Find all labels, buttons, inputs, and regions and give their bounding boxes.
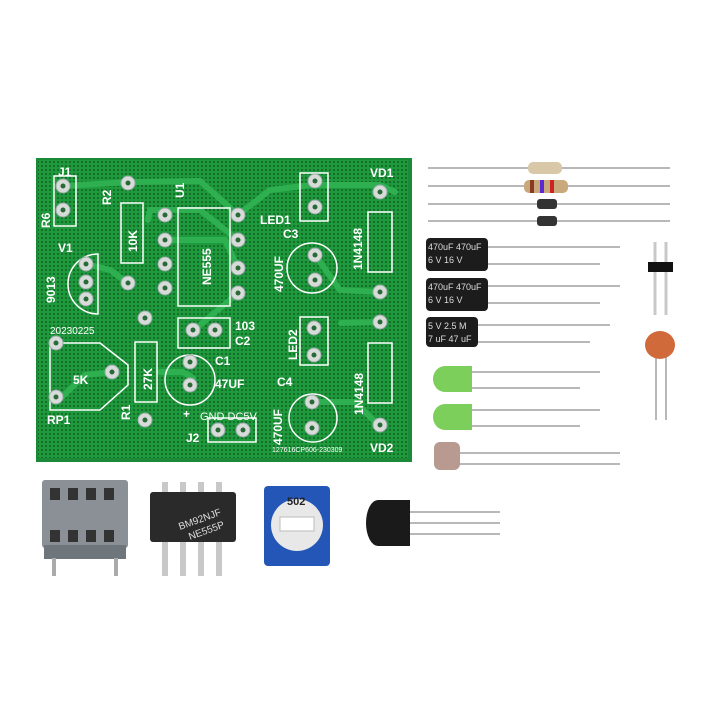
pin-header bbox=[648, 242, 673, 315]
pad-hole bbox=[142, 315, 148, 321]
pad-hole bbox=[190, 327, 196, 333]
label-470uf-c4: 470UF bbox=[271, 409, 285, 445]
pad-hole bbox=[377, 319, 383, 325]
pad-hole bbox=[83, 279, 89, 285]
label-1n4148-vd2: 1N4148 bbox=[352, 373, 366, 415]
pad-hole bbox=[109, 369, 115, 375]
label-vd2: VD2 bbox=[370, 441, 394, 455]
pad-hole bbox=[187, 382, 193, 388]
pad-hole bbox=[311, 352, 317, 358]
label-rp1: RP1 bbox=[47, 413, 71, 427]
cap1-marking-1: 470uF 470uF bbox=[428, 242, 482, 252]
pad-hole bbox=[83, 296, 89, 302]
pad-hole bbox=[60, 207, 66, 213]
pad-hole bbox=[312, 178, 318, 184]
label-vd1: VD1 bbox=[370, 166, 394, 180]
pad-hole bbox=[53, 394, 59, 400]
pad-hole bbox=[235, 212, 241, 218]
pad-hole bbox=[162, 237, 168, 243]
electrolytic-capacitors: 470uF 470uF 6 V 16 V 470uF 470uF 6 V 16 … bbox=[426, 238, 620, 347]
label-27k: 27K bbox=[141, 368, 155, 390]
pad-hole bbox=[309, 399, 315, 405]
pad-hole bbox=[312, 277, 318, 283]
cap1-marking-2: 6 V 16 V bbox=[428, 255, 463, 265]
label-date: 20230225 bbox=[50, 326, 95, 337]
label-9013: 9013 bbox=[44, 276, 58, 303]
pad-hole bbox=[162, 212, 168, 218]
pad-hole bbox=[312, 204, 318, 210]
label-serial: 127616CP606-230309 bbox=[272, 447, 343, 454]
label-led2: LED2 bbox=[286, 329, 300, 360]
cap2-marking-2: 6 V 16 V bbox=[428, 295, 463, 305]
pad-hole bbox=[240, 427, 246, 433]
pot-marking: 502 bbox=[287, 496, 305, 508]
photoresistor bbox=[434, 442, 620, 470]
label-u1: U1 bbox=[173, 182, 187, 198]
label-5k: 5K bbox=[73, 373, 89, 387]
ic-socket bbox=[42, 480, 128, 576]
label-r1: R1 bbox=[119, 404, 133, 420]
pad-hole bbox=[377, 289, 383, 295]
pad-hole bbox=[377, 422, 383, 428]
label-j2: J2 bbox=[186, 431, 200, 445]
pad-hole bbox=[235, 237, 241, 243]
label-1n4148-vd1: 1N4148 bbox=[351, 228, 365, 270]
label-r6: R6 bbox=[39, 212, 53, 228]
cap3-marking-2: 7 uF 47 uF bbox=[428, 334, 472, 344]
pad-hole bbox=[162, 285, 168, 291]
label-c2: C2 bbox=[235, 334, 251, 348]
pad-hole bbox=[377, 189, 383, 195]
pad-hole bbox=[235, 265, 241, 271]
transistor-9013 bbox=[366, 500, 500, 546]
label-47uf: 47UF bbox=[215, 377, 244, 391]
label-c1: C1 bbox=[215, 354, 231, 368]
label-j1: J1 bbox=[58, 165, 72, 179]
pad-hole bbox=[187, 359, 193, 365]
label-103: 103 bbox=[235, 319, 255, 333]
label-c3: C3 bbox=[283, 227, 299, 241]
silkscreen-outlines bbox=[49, 172, 393, 443]
ne555-chip: BM92NJF NE555P bbox=[150, 482, 236, 576]
label-10k: 10K bbox=[126, 230, 140, 252]
pad-hole bbox=[312, 252, 318, 258]
resistors-and-diodes bbox=[428, 162, 670, 226]
pad-hole bbox=[212, 327, 218, 333]
pad-hole bbox=[125, 280, 131, 286]
silkscreen-labels: J1 R6 R2 U1 10K NE555 V1 9013 LED1 VD1 C… bbox=[39, 165, 394, 455]
trimmer-potentiometer: 502 bbox=[264, 486, 330, 566]
pad-hole bbox=[162, 261, 168, 267]
label-plus: + bbox=[183, 407, 190, 421]
pad-hole bbox=[53, 340, 59, 346]
pad-hole bbox=[215, 427, 221, 433]
pad-hole bbox=[60, 183, 66, 189]
label-led1: LED1 bbox=[260, 213, 291, 227]
cap2-marking-1: 470uF 470uF bbox=[428, 282, 482, 292]
green-leds bbox=[433, 366, 600, 430]
label-gnd-dc5v: GND DC5V bbox=[200, 411, 258, 423]
pad-hole bbox=[83, 261, 89, 267]
label-r2: R2 bbox=[100, 189, 114, 205]
pad-hole bbox=[125, 180, 131, 186]
label-v1: V1 bbox=[58, 241, 73, 255]
pad-hole bbox=[309, 425, 315, 431]
pad-hole bbox=[235, 290, 241, 296]
label-ne555: NE555 bbox=[200, 248, 214, 285]
solder-pads bbox=[48, 173, 388, 438]
pad-hole bbox=[311, 325, 317, 331]
cap3-marking-1: 5 V 2.5 M bbox=[428, 321, 467, 331]
label-470uf-c3: 470UF bbox=[272, 256, 286, 292]
pcb-board: J1 R6 R2 U1 10K NE555 V1 9013 LED1 VD1 C… bbox=[36, 158, 412, 462]
pad-hole bbox=[142, 417, 148, 423]
ceramic-capacitor bbox=[645, 331, 675, 420]
label-c4: C4 bbox=[277, 375, 293, 389]
